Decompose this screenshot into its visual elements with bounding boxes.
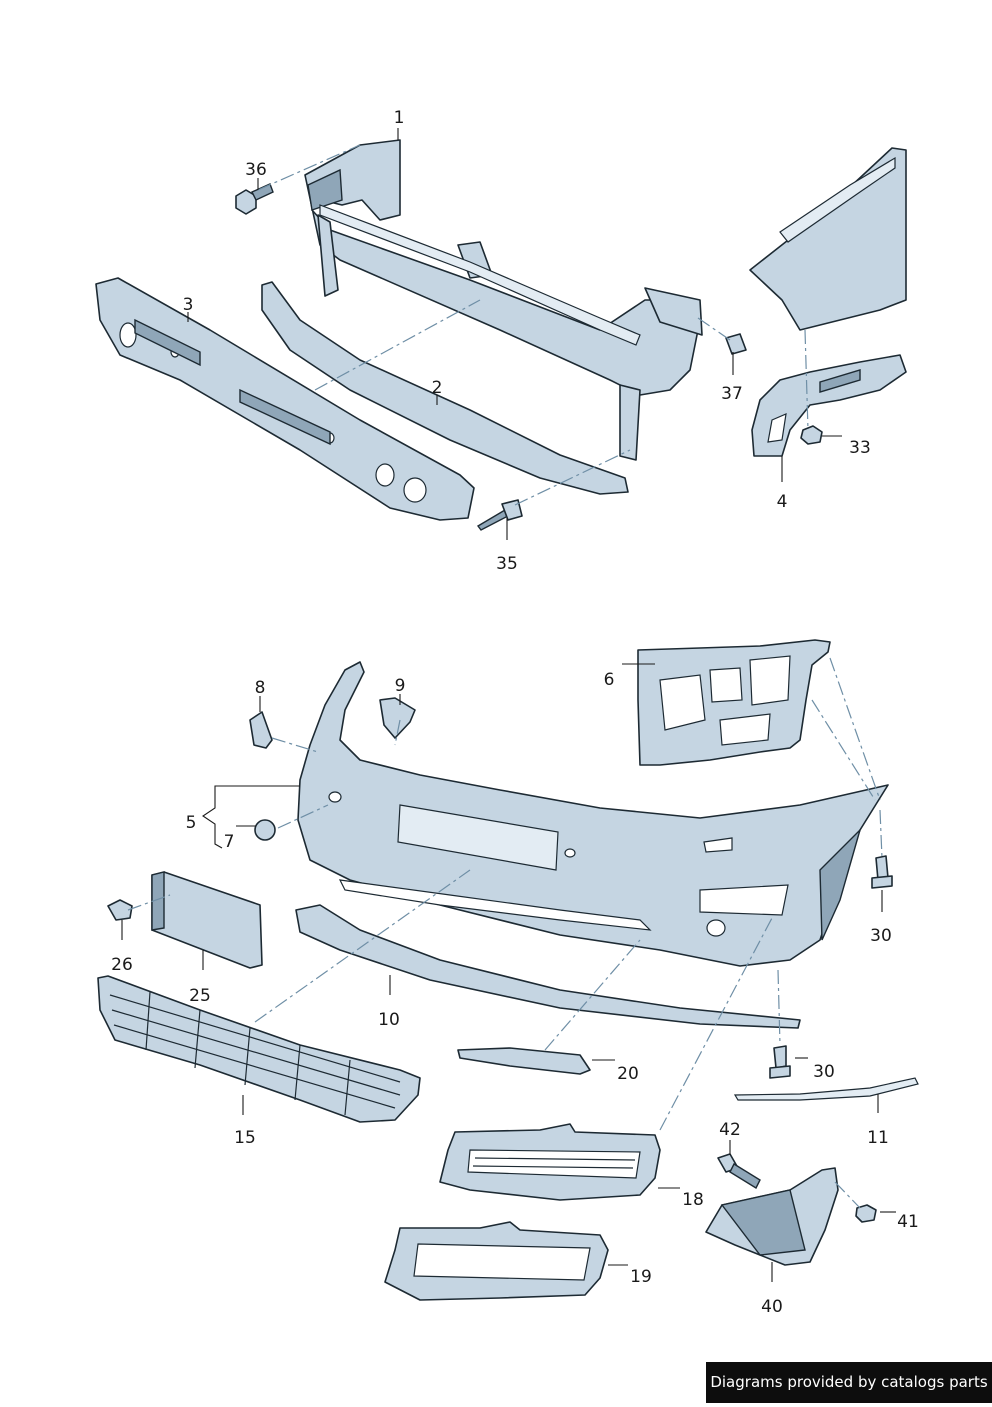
part-filler-8 <box>249 711 273 749</box>
callout-36: 36 <box>245 160 267 180</box>
callout-30-upper: 30 <box>870 926 892 946</box>
part-rivet-35 <box>476 499 523 531</box>
callout-41: 41 <box>897 1212 919 1232</box>
callout-42: 42 <box>719 1120 741 1140</box>
part-bumper-beam <box>304 139 703 461</box>
part-energy-absorber <box>95 277 475 521</box>
callout-37: 37 <box>721 384 743 404</box>
part-screw-30a <box>871 855 893 889</box>
part-license-plate <box>151 871 263 969</box>
part-lower-strip <box>261 281 629 495</box>
part-guide-bracket <box>751 354 907 457</box>
part-filler-9 <box>379 697 416 739</box>
part-fender <box>749 147 907 331</box>
part-mounting-bracket <box>637 639 831 766</box>
callout-3: 3 <box>182 295 194 315</box>
part-screw-37 <box>725 333 747 355</box>
callout-15: 15 <box>234 1128 256 1148</box>
assembly-lines-bottom <box>127 657 883 1209</box>
part-cap-7 <box>254 819 276 841</box>
callout-18: 18 <box>682 1190 704 1210</box>
part-grille <box>97 975 421 1123</box>
callout-2: 2 <box>431 378 443 398</box>
part-trim-20 <box>457 1047 591 1075</box>
callout-8: 8 <box>254 678 266 698</box>
callout-35: 35 <box>496 554 518 574</box>
part-clip-26 <box>107 899 133 921</box>
callout-4: 4 <box>776 492 788 512</box>
callout-5: 5 <box>185 813 197 833</box>
callout-30-lower: 30 <box>813 1062 835 1082</box>
callout-10: 10 <box>378 1010 400 1030</box>
assembly-lines-top <box>257 144 809 506</box>
part-screw-30b <box>769 1045 791 1079</box>
callout-19: 19 <box>630 1267 652 1287</box>
callout-1: 1 <box>393 108 405 128</box>
part-nut-33 <box>800 425 823 445</box>
part-screw-42 <box>717 1153 761 1189</box>
part-bumper-cover <box>297 661 889 967</box>
callout-25: 25 <box>189 986 211 1006</box>
callout-40: 40 <box>761 1297 783 1317</box>
part-air-duct <box>705 1167 839 1266</box>
part-spoiler <box>295 904 801 1029</box>
part-nut-41 <box>855 1204 877 1223</box>
part-bolt-36 <box>235 183 274 215</box>
part-foglamp-frame <box>384 1221 609 1301</box>
callout-20: 20 <box>617 1064 639 1084</box>
part-foglamp-grille <box>439 1123 661 1201</box>
callout-26: 26 <box>111 955 133 975</box>
callout-7: 7 <box>223 832 235 852</box>
credit-banner: Diagrams provided by catalogs parts <box>706 1362 992 1403</box>
callout-33: 33 <box>849 438 871 458</box>
part-chrome-strip <box>733 1077 919 1101</box>
callout-11: 11 <box>867 1128 889 1148</box>
callout-6: 6 <box>603 670 615 690</box>
leader-lines <box>121 128 896 1282</box>
callout-9: 9 <box>394 676 406 696</box>
